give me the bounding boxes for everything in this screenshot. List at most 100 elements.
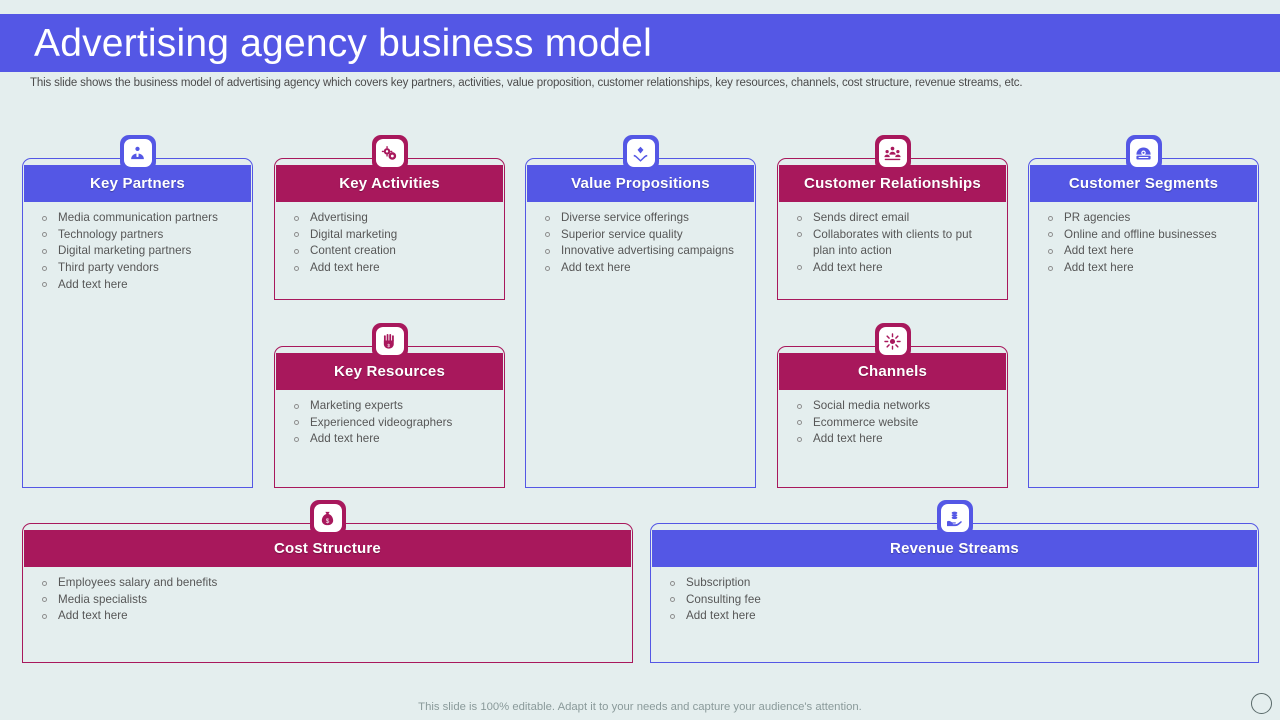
list-item: Advertising [288, 210, 493, 226]
list-item: Technology partners [36, 227, 241, 243]
list-item: Diverse service offerings [539, 210, 744, 226]
people-group-icon [874, 135, 911, 171]
list-item: Add text here [36, 277, 241, 293]
list-item: Add text here [791, 260, 996, 276]
list-item: Subscription [664, 575, 1247, 591]
list-item: Digital marketing [288, 227, 493, 243]
gears-icon-glyph [375, 139, 404, 167]
list-item: Collaborates with clients to put plan in… [791, 227, 996, 259]
partners-handshake-icon-glyph [123, 139, 152, 167]
corner-circle-decoration [1251, 693, 1272, 714]
card-header-key-partners: Key Partners [24, 165, 251, 202]
card-title-value-propositions: Value Propositions [571, 175, 710, 192]
target-audience-icon [1125, 135, 1162, 171]
list-item: Add text here [791, 431, 996, 447]
card-title-customer-relationships: Customer Relationships [804, 175, 981, 192]
card-header-revenue-streams: Revenue Streams [652, 530, 1257, 567]
broadcast-icon [874, 323, 911, 359]
list-item: Media communication partners [36, 210, 241, 226]
diamond-in-hands-icon-glyph [626, 139, 655, 167]
card-title-revenue-streams: Revenue Streams [890, 540, 1019, 557]
card-title-customer-segments: Customer Segments [1068, 175, 1219, 192]
list-item: Superior service quality [539, 227, 744, 243]
card-header-key-resources: Key Resources [276, 353, 503, 390]
card-header-cost-structure: Cost Structure [24, 530, 631, 567]
svg-text:$: $ [326, 517, 330, 524]
list-item: Digital marketing partners [36, 243, 241, 259]
svg-text:$: $ [387, 343, 390, 349]
target-audience-icon-glyph [1129, 139, 1158, 167]
list-item: Sends direct email [791, 210, 996, 226]
card-title-channels: Channels [857, 363, 928, 380]
card-header-value-propositions: Value Propositions [527, 165, 754, 202]
partners-handshake-icon [119, 135, 156, 171]
card-title-key-activities: Key Activities [339, 175, 440, 192]
list-item: Add text here [288, 431, 493, 447]
hand-coins-icon [936, 500, 973, 536]
list-item: Add text here [1042, 243, 1247, 259]
list-item: Social media networks [791, 398, 996, 414]
list-item: Innovative advertising campaigns [539, 243, 744, 259]
list-item: Add text here [36, 608, 621, 624]
list-item: Add text here [1042, 260, 1247, 276]
list-item: PR agencies [1042, 210, 1247, 226]
page-title: Advertising agency business model [34, 21, 652, 65]
list-item: Add text here [288, 260, 493, 276]
card-header-key-activities: Key Activities [276, 165, 503, 202]
card-header-customer-relationships: Customer Relationships [779, 165, 1006, 202]
card-title-key-partners: Key Partners [90, 175, 185, 192]
list-item: Employees salary and benefits [36, 575, 621, 591]
list-item: Add text here [539, 260, 744, 276]
list-item: Content creation [288, 243, 493, 259]
list-item: Online and offline businesses [1042, 227, 1247, 243]
list-item: Third party vendors [36, 260, 241, 276]
list-item: Marketing experts [288, 398, 493, 414]
diamond-in-hands-icon [622, 135, 659, 171]
money-bag-icon: $ [309, 500, 346, 536]
list-item: Consulting fee [664, 592, 1247, 608]
footer-note: This slide is 100% editable. Adapt it to… [418, 701, 862, 713]
broadcast-icon-glyph [878, 327, 907, 355]
list-item: Ecommerce website [791, 415, 996, 431]
slide-subtitle: This slide shows the business model of a… [30, 77, 1023, 89]
list-item: Add text here [664, 608, 1247, 624]
hand-resources-icon-glyph: $ [375, 327, 404, 355]
card-title-key-resources: Key Resources [334, 363, 445, 380]
slide-title-bar: Advertising agency business model [0, 14, 1280, 72]
list-item: Media specialists [36, 592, 621, 608]
gears-icon [371, 135, 408, 171]
card-header-customer-segments: Customer Segments [1030, 165, 1257, 202]
hand-coins-icon-glyph [940, 504, 969, 532]
money-bag-icon-glyph: $ [313, 504, 342, 532]
people-group-icon-glyph [878, 139, 907, 167]
card-title-cost-structure: Cost Structure [274, 540, 381, 557]
card-header-channels: Channels [779, 353, 1006, 390]
